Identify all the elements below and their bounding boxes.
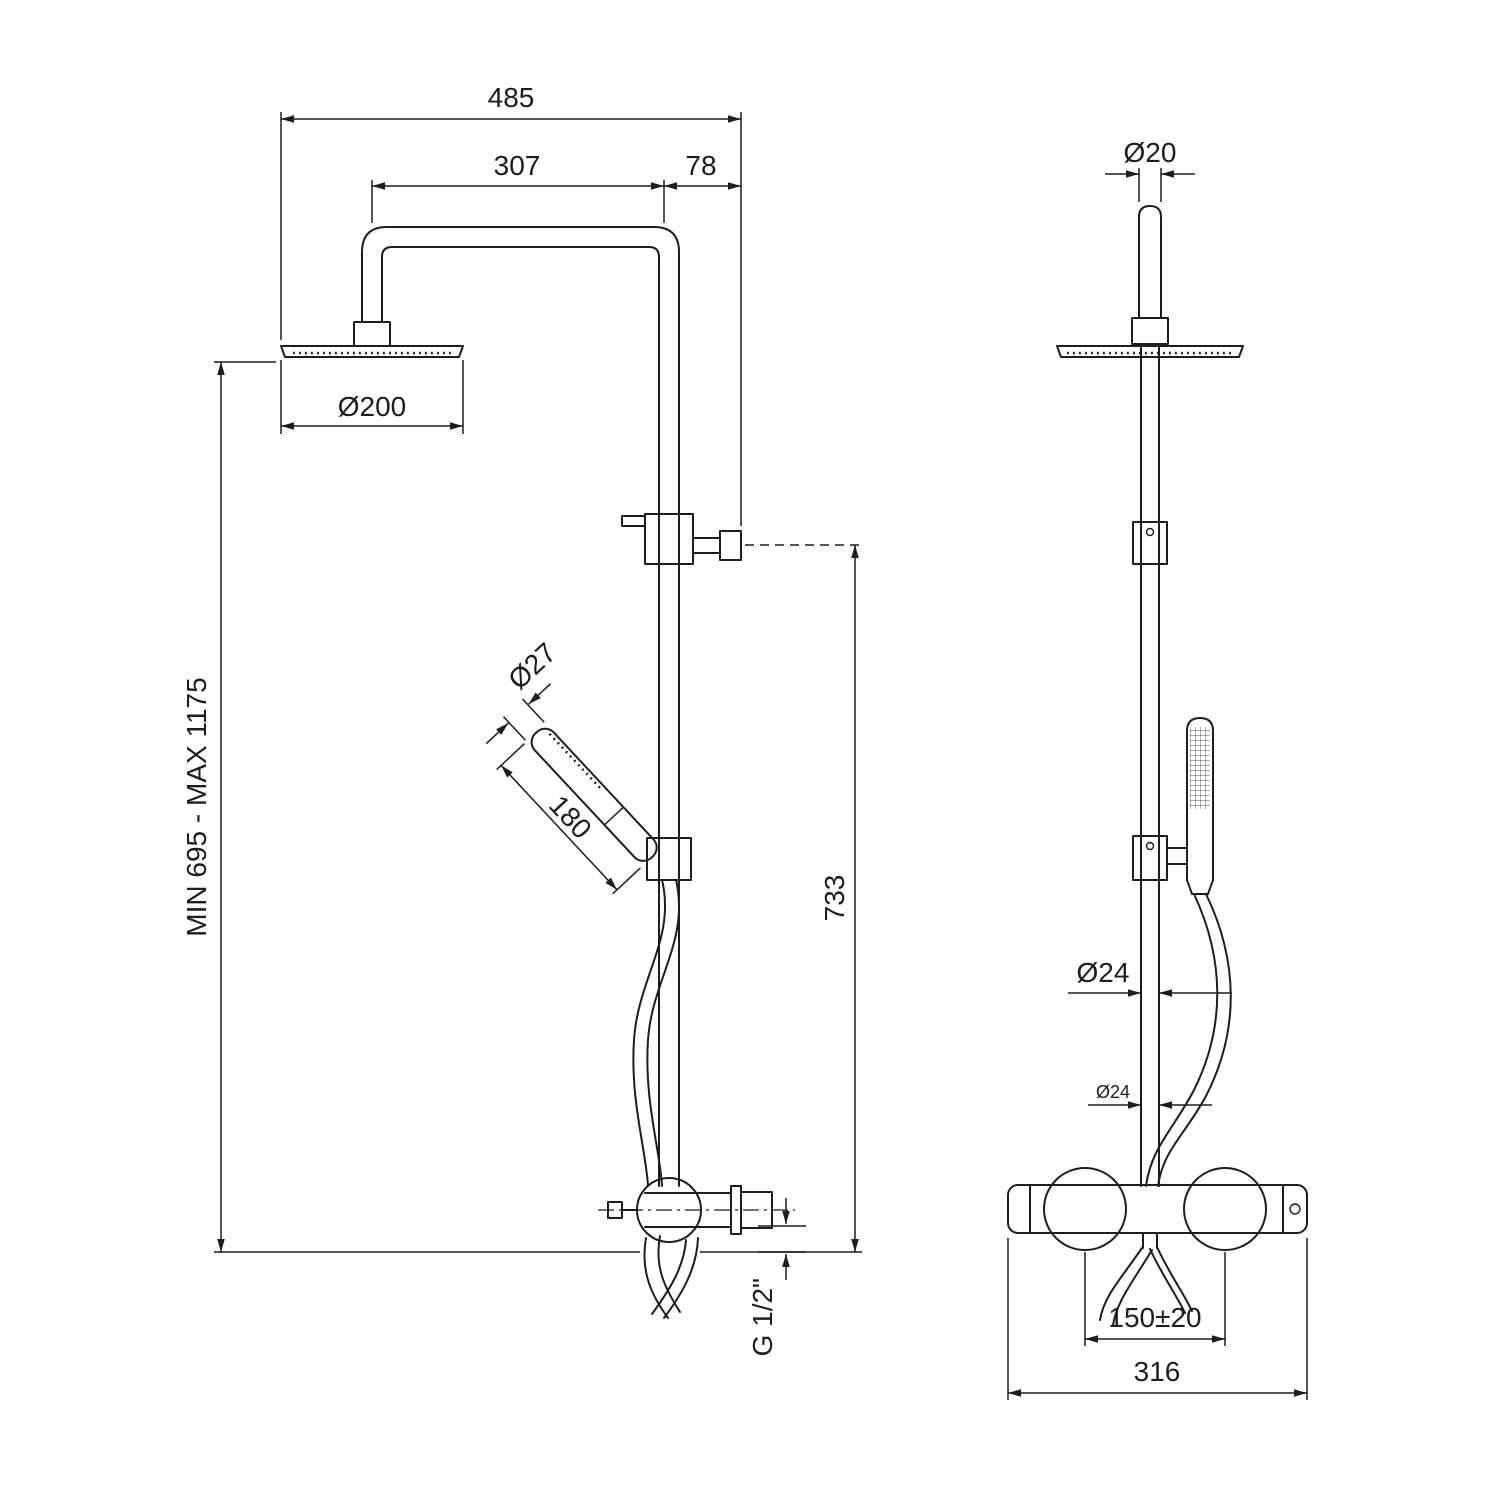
dim-head-diameter-lines bbox=[280, 360, 464, 434]
dim-handshower-diameter: Ø27 bbox=[502, 637, 562, 696]
valve-hose-tails-side bbox=[1099, 1246, 1193, 1326]
dim-inlet-spacing: 150±20 bbox=[1108, 1302, 1201, 1333]
valve-end-button bbox=[1289, 1203, 1301, 1215]
dim-valve-width-lines bbox=[1007, 1238, 1308, 1400]
riser-side bbox=[1140, 345, 1160, 1187]
hand-shower: Ø27 180 bbox=[485, 637, 658, 895]
head-connector bbox=[353, 321, 391, 347]
dim-outlet-thread-lines bbox=[758, 1198, 806, 1280]
dim-overall-width-lines bbox=[280, 112, 742, 526]
front-view: Ø27 180 bbox=[181, 82, 862, 1356]
dim-arm-pipe-diameter-lines bbox=[1105, 168, 1195, 202]
thermostatic-valve-front bbox=[598, 1177, 795, 1243]
arm-pipe-side bbox=[1138, 205, 1162, 319]
dim-head-offset: 78 bbox=[685, 150, 716, 181]
shower-arm-and-riser bbox=[361, 226, 680, 1187]
dim-arm-pipe-diameter: Ø20 bbox=[1124, 137, 1177, 168]
dim-handshower-length-lines bbox=[496, 743, 641, 895]
dim-riser-diameter-lower: Ø24 bbox=[1096, 1082, 1130, 1102]
safety-button bbox=[607, 1201, 623, 1219]
diverter-collar-side bbox=[1132, 521, 1168, 565]
dim-handshower-length: 180 bbox=[543, 789, 598, 844]
valve-hose-tails bbox=[643, 1235, 699, 1319]
dim-valve-width: 316 bbox=[1134, 1356, 1181, 1387]
slider-bracket bbox=[646, 837, 692, 881]
handshower-hose-side bbox=[1145, 893, 1232, 1187]
dim-arm-reach-lines bbox=[371, 180, 741, 223]
dim-outlet-height: 733 bbox=[819, 875, 850, 922]
dim-handshower-diameter-lines bbox=[485, 683, 552, 745]
dim-height-range-lines bbox=[214, 361, 640, 1253]
side-view: Ø20 bbox=[1007, 137, 1308, 1400]
dim-outlet-thread: G 1/2" bbox=[747, 1278, 778, 1356]
inlet-union-left bbox=[1043, 1167, 1127, 1251]
handshower-hose bbox=[632, 879, 681, 1187]
dim-head-diameter: Ø200 bbox=[338, 391, 407, 422]
rain-shower-head-side bbox=[1056, 345, 1244, 358]
head-connector-side bbox=[1131, 317, 1169, 345]
dim-overall-width: 485 bbox=[488, 82, 535, 113]
hand-shower-side bbox=[1186, 717, 1214, 895]
outlet-thread bbox=[740, 1191, 773, 1229]
dim-arm-reach: 307 bbox=[494, 150, 541, 181]
dim-height-range: MIN 695 - MAX 1175 bbox=[181, 677, 212, 936]
dim-inlet-spacing-lines bbox=[1084, 1252, 1226, 1346]
dim-riser-diameter: Ø24 bbox=[1077, 957, 1130, 988]
diverter-pin bbox=[621, 515, 646, 527]
inlet-union-right bbox=[1183, 1167, 1267, 1251]
handshower-nozzle-dots bbox=[548, 732, 602, 789]
diverter-knob bbox=[719, 530, 742, 561]
rain-shower-head bbox=[280, 345, 464, 358]
thermostatic-valve-side bbox=[1007, 1167, 1308, 1251]
diverter-assembly bbox=[621, 513, 742, 565]
handshower-spray-face bbox=[1190, 727, 1210, 809]
slider-bracket-side bbox=[1132, 835, 1188, 881]
